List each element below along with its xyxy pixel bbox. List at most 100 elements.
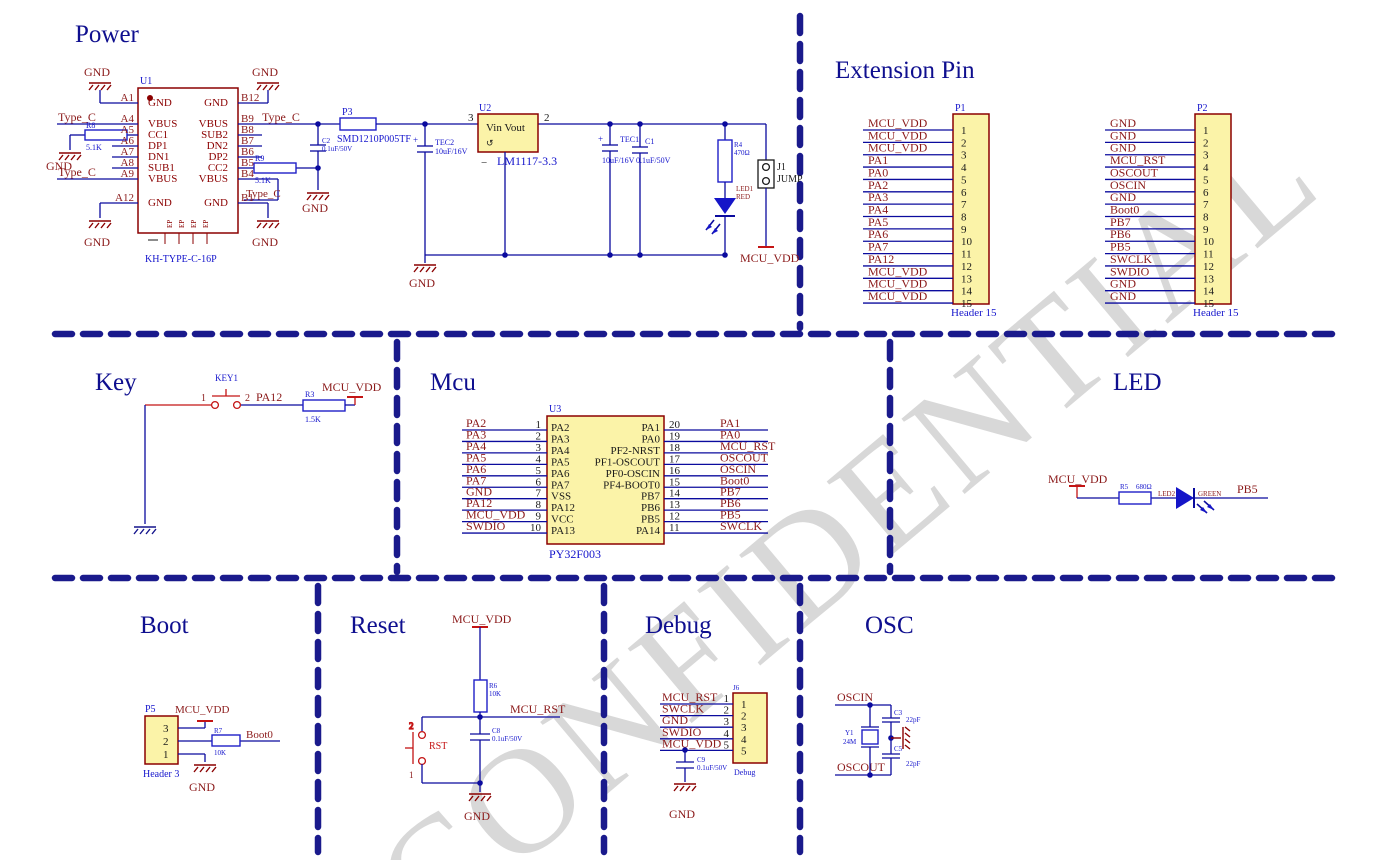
pin-net-label: MCU_VDD: [466, 508, 526, 522]
pin-name: VBUS: [199, 173, 228, 185]
pin-name: SUB2: [201, 129, 228, 141]
gnd-symbol: [256, 220, 280, 229]
pin-name: PF4-BOOT0: [603, 479, 660, 491]
pin-net-label: OSCOUT: [1110, 165, 1159, 179]
u1-ep-label: EP: [190, 220, 198, 228]
pin-net-label: MCU_VDD: [868, 264, 928, 278]
pin-number: 6: [961, 187, 967, 199]
r6-ref: R6: [489, 682, 498, 690]
junction-dot: [422, 121, 428, 127]
pin-number: 13: [669, 499, 681, 511]
junction-dot: [607, 121, 613, 127]
pin-number: A8: [121, 157, 135, 169]
pin-net-label: PA4: [466, 439, 486, 453]
pin-name: PA12: [551, 502, 575, 514]
u2-pin-in-num: 3: [468, 112, 474, 124]
r3-ref: R3: [305, 390, 314, 399]
pin-number: 13: [1203, 273, 1215, 285]
osc-title: OSC: [865, 612, 914, 639]
pin-number: 1: [961, 125, 967, 137]
pin-number: A4: [121, 113, 135, 125]
gnd-net-label: GND: [464, 809, 490, 823]
c9-value: 0.1uF/50V: [697, 764, 727, 772]
pin-net-label: MCU_VDD: [868, 141, 928, 155]
junction-dot: [637, 252, 643, 258]
u1-pin1-dot: [147, 95, 153, 101]
p2-ref: P2: [1197, 103, 1208, 114]
pa12-net-label: PA12: [256, 390, 282, 404]
pin-number: 2: [724, 705, 730, 717]
p5-pin-number: 2: [163, 736, 169, 748]
pin-name: PB5: [641, 514, 660, 526]
pin-number: 2: [741, 711, 747, 723]
pin-number: 15: [1203, 298, 1215, 310]
pin-number: A6: [121, 135, 135, 147]
pin-net-label: PB6: [720, 496, 741, 510]
pin-number: 4: [1203, 162, 1209, 174]
pin-net-label: PA7: [466, 473, 486, 487]
c8-ref: C8: [492, 727, 501, 735]
led1-diode-icon: [714, 198, 736, 214]
pin-net-label: PA2: [466, 416, 486, 430]
pin-number: 9: [536, 511, 542, 523]
u1-right-wires: [238, 90, 340, 218]
u2-part: LM1117-3.3: [497, 154, 557, 168]
c2-capacitor: [310, 144, 326, 152]
pin-net-label: PA3: [466, 427, 486, 441]
oscin-net-label: OSCIN: [837, 690, 873, 704]
pin-number: B9: [241, 113, 254, 125]
j1-pin-circle: [761, 162, 771, 172]
pin-net-label: MCU_RST: [720, 439, 776, 453]
c8-value: 0.1uF/50V: [492, 735, 522, 743]
key1-pin2-num: 2: [245, 393, 250, 404]
p1-pins: MCU_VDD1MCU_VDD2MCU_VDD3PA14PA05PA26PA37…: [863, 116, 973, 310]
pin-name: CC1: [148, 129, 168, 141]
pin-name: DP2: [208, 151, 228, 163]
y1-value: 24M: [843, 738, 857, 746]
junction-dot: [607, 252, 613, 258]
r4-value: 470Ω: [734, 149, 750, 157]
boot0-net-label: Boot0: [246, 729, 273, 741]
pin-number: B5: [241, 157, 254, 169]
pin-number: 11: [1203, 249, 1214, 261]
pin-net-label: PA12: [868, 252, 894, 266]
led2-color: GREEN: [1198, 490, 1221, 498]
p3-ref: P3: [342, 107, 353, 118]
junction-dot: [502, 252, 508, 258]
pin-number: 3: [961, 150, 967, 162]
pin-number: 4: [536, 453, 542, 465]
pin-number: B12: [241, 92, 259, 104]
y1-crystal: [861, 705, 879, 775]
power-section: Power U1 KH-TYPE-C-16P EP EP EP EP: [46, 21, 803, 290]
pin-number: 6: [536, 476, 542, 488]
pin-name: PA5: [551, 456, 570, 468]
r8-ref: R8: [86, 121, 95, 130]
tec1-capacitor: [602, 124, 618, 255]
pin-net-label: PB7: [1110, 215, 1131, 229]
key-section: Key KEY1 1 2 PA12 R3 1.5K MCU_VDD: [95, 369, 382, 535]
gnd-symbol: [306, 192, 330, 201]
p5-type: Header 3: [143, 769, 179, 780]
debug-header-body: [732, 692, 768, 764]
pin-name: PF2-NRST: [610, 445, 660, 457]
power-title: Power: [75, 21, 140, 48]
pin-net-label: SWCLK: [720, 519, 762, 533]
r9-value: 5.1K: [255, 176, 271, 185]
gnd-net-label: GND: [669, 807, 695, 821]
u3-ref: U3: [549, 404, 561, 415]
pin-number: 6: [1203, 187, 1209, 199]
pin-name: DN1: [148, 151, 169, 163]
rst-pin1-num: 1: [409, 770, 414, 780]
u1-typec-body: [137, 87, 239, 234]
c1-capacitor: [632, 124, 648, 255]
pin-net-label: GND: [1110, 289, 1136, 303]
tec2-ref: TEC2: [435, 138, 454, 147]
gnd-symbol: [902, 726, 911, 750]
pin-number: 8: [536, 499, 542, 511]
pin-name: DP1: [148, 140, 168, 152]
vdd-net-label: MCU_VDD: [322, 380, 382, 394]
pin-name: VSS: [551, 491, 571, 503]
pin-net-label: PA0: [720, 427, 740, 441]
p1-header-body: [952, 113, 990, 305]
